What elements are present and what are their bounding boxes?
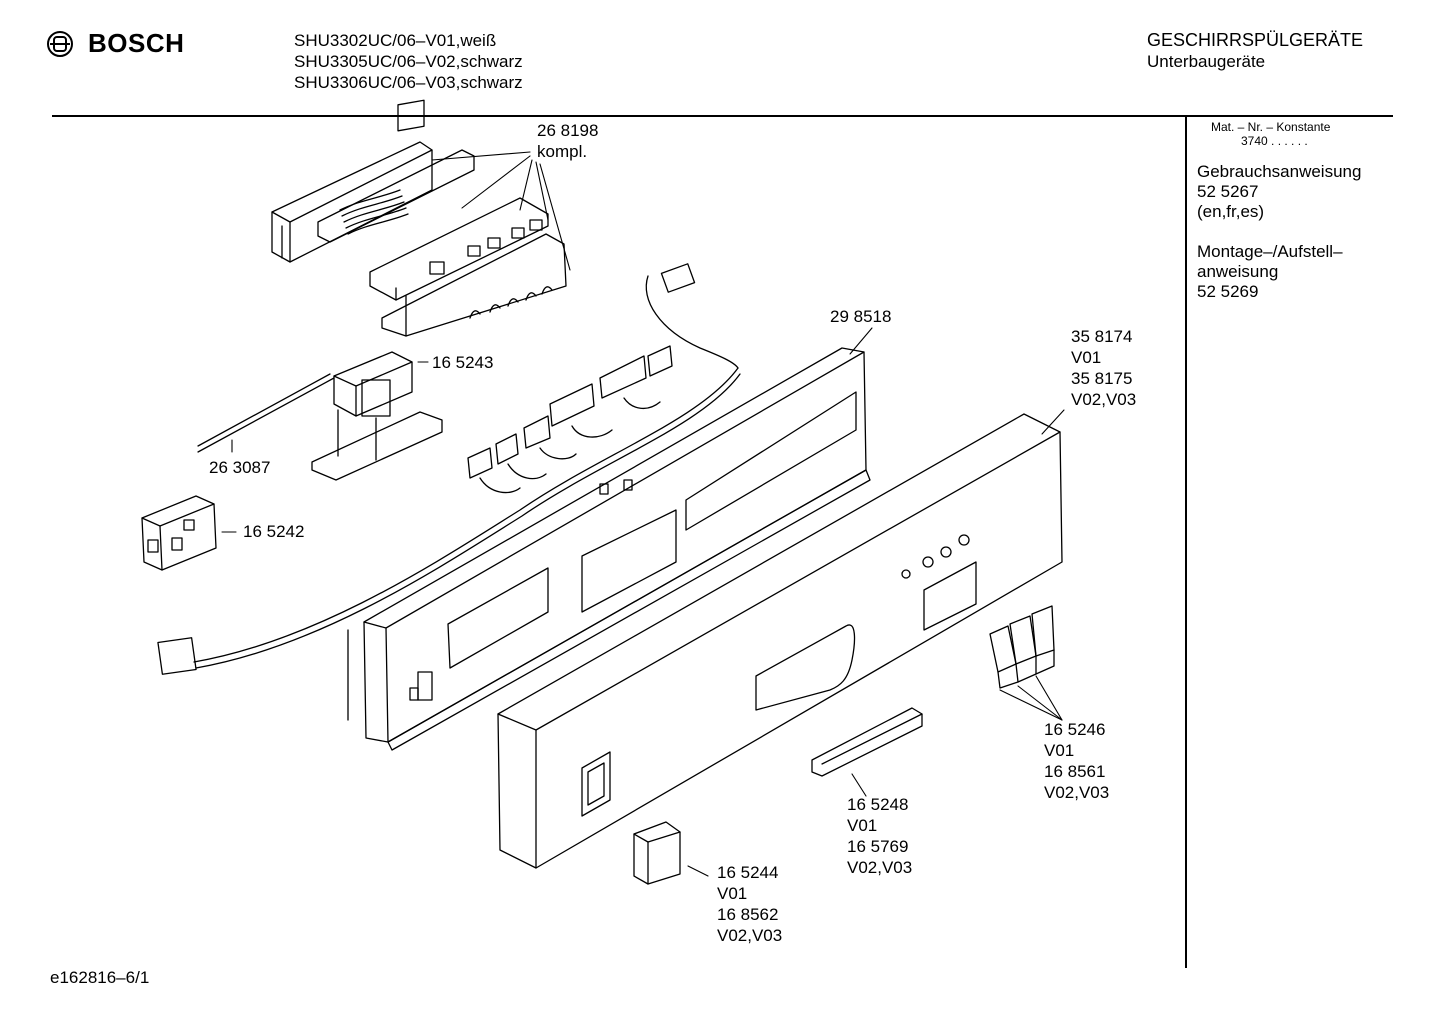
doc-title: Gebrauchsanweisung: [1197, 162, 1362, 181]
part-variant: V01: [717, 884, 748, 903]
doc-line: (en,fr,es): [1197, 202, 1265, 221]
part-variant: V02,V03: [847, 858, 913, 877]
strip-part: [812, 708, 922, 776]
material-number-value: 3740 . . . . . .: [1241, 134, 1308, 148]
category-block: GESCHIRRSPÜLGERÄTE Unterbaugeräte: [1147, 30, 1363, 72]
sidebar-divider: [1185, 116, 1187, 968]
switch-part: [142, 496, 216, 570]
category-title: GESCHIRRSPÜLGERÄTE: [1147, 30, 1364, 50]
cable-harness-part: [158, 264, 740, 674]
part-variant: V02,V03: [1071, 390, 1137, 409]
rod-part: [198, 374, 334, 452]
material-number: Mat. – Nr. – Konstante 3740 . . . . . .: [1211, 120, 1330, 148]
model-line: SHU3306UC/06–V03,schwarz: [294, 73, 523, 92]
model-line: SHU3302UC/06–V01,weiß: [294, 31, 497, 50]
label-165243: 16 5243: [432, 352, 493, 373]
part-number: 16 5769: [847, 837, 909, 856]
part-note: kompl.: [537, 142, 588, 161]
part-number: 29 8518: [830, 307, 892, 326]
doc-line: 52 5269: [1197, 282, 1259, 301]
part-number: 26 8198: [537, 121, 599, 140]
part-number: 16 8562: [717, 905, 779, 924]
buttons-part: [990, 606, 1054, 688]
part-variant: V01: [1044, 741, 1075, 760]
part-number: 35 8175: [1071, 369, 1133, 388]
label-165246: 16 5246 V01 16 8561 V02,V03: [1044, 719, 1109, 803]
part-variant: V01: [847, 816, 878, 835]
doc-line: 52 5267: [1197, 182, 1259, 201]
bosch-logo-icon: [47, 30, 73, 57]
leader-lines: [222, 152, 1064, 876]
part-number: 16 8561: [1044, 762, 1106, 781]
part-variant: V02,V03: [717, 926, 783, 945]
doc-title: Montage–/Aufstell–: [1197, 242, 1343, 261]
frame-part: [348, 348, 870, 750]
header-divider: [52, 115, 1393, 117]
facia-panel-part: [498, 414, 1062, 868]
material-number-label: Mat. – Nr. – Konstante: [1211, 120, 1331, 134]
part-number: 26 3087: [209, 458, 271, 477]
part-variant: V01: [1071, 348, 1102, 367]
part-number: 16 5244: [717, 863, 779, 882]
part-variant: V02,V03: [1044, 783, 1110, 802]
label-165242: 16 5242: [243, 521, 304, 542]
control-module-part: [272, 100, 566, 336]
exploded-view-drawing: [0, 0, 1180, 960]
model-line: SHU3305UC/06–V02,schwarz: [294, 52, 523, 71]
knob-part: [634, 822, 680, 884]
doc-user-manual: Gebrauchsanweisung 52 5267 (en,fr,es): [1197, 162, 1361, 222]
label-358174: 35 8174 V01 35 8175 V02,V03: [1071, 326, 1136, 410]
part-number: 16 5242: [243, 522, 305, 541]
part-number: 35 8174: [1071, 327, 1133, 346]
label-165248: 16 5248 V01 16 5769 V02,V03: [847, 794, 912, 878]
label-268198: 26 8198 kompl.: [537, 120, 598, 162]
label-298518: 29 8518: [830, 306, 891, 327]
label-263087: 26 3087: [209, 457, 270, 478]
brand-name: BOSCH: [88, 28, 185, 58]
category-subtitle: Unterbaugeräte: [1147, 52, 1266, 71]
part-number: 16 5246: [1044, 720, 1106, 739]
model-list: SHU3302UC/06–V01,weiß SHU3305UC/06–V02,s…: [294, 30, 523, 93]
label-165244: 16 5244 V01 16 8562 V02,V03: [717, 862, 782, 946]
bracket-part: [312, 352, 442, 480]
drawing-code: e162816–6/1: [50, 968, 150, 987]
doc-installation-manual: Montage–/Aufstell– anweisung 52 5269: [1197, 242, 1361, 302]
part-number: 16 5248: [847, 795, 909, 814]
brand: BOSCH: [46, 28, 184, 59]
doc-line: anweisung: [1197, 262, 1279, 281]
part-number: 16 5243: [432, 353, 494, 372]
document-list: Gebrauchsanweisung 52 5267 (en,fr,es) Mo…: [1197, 162, 1361, 322]
